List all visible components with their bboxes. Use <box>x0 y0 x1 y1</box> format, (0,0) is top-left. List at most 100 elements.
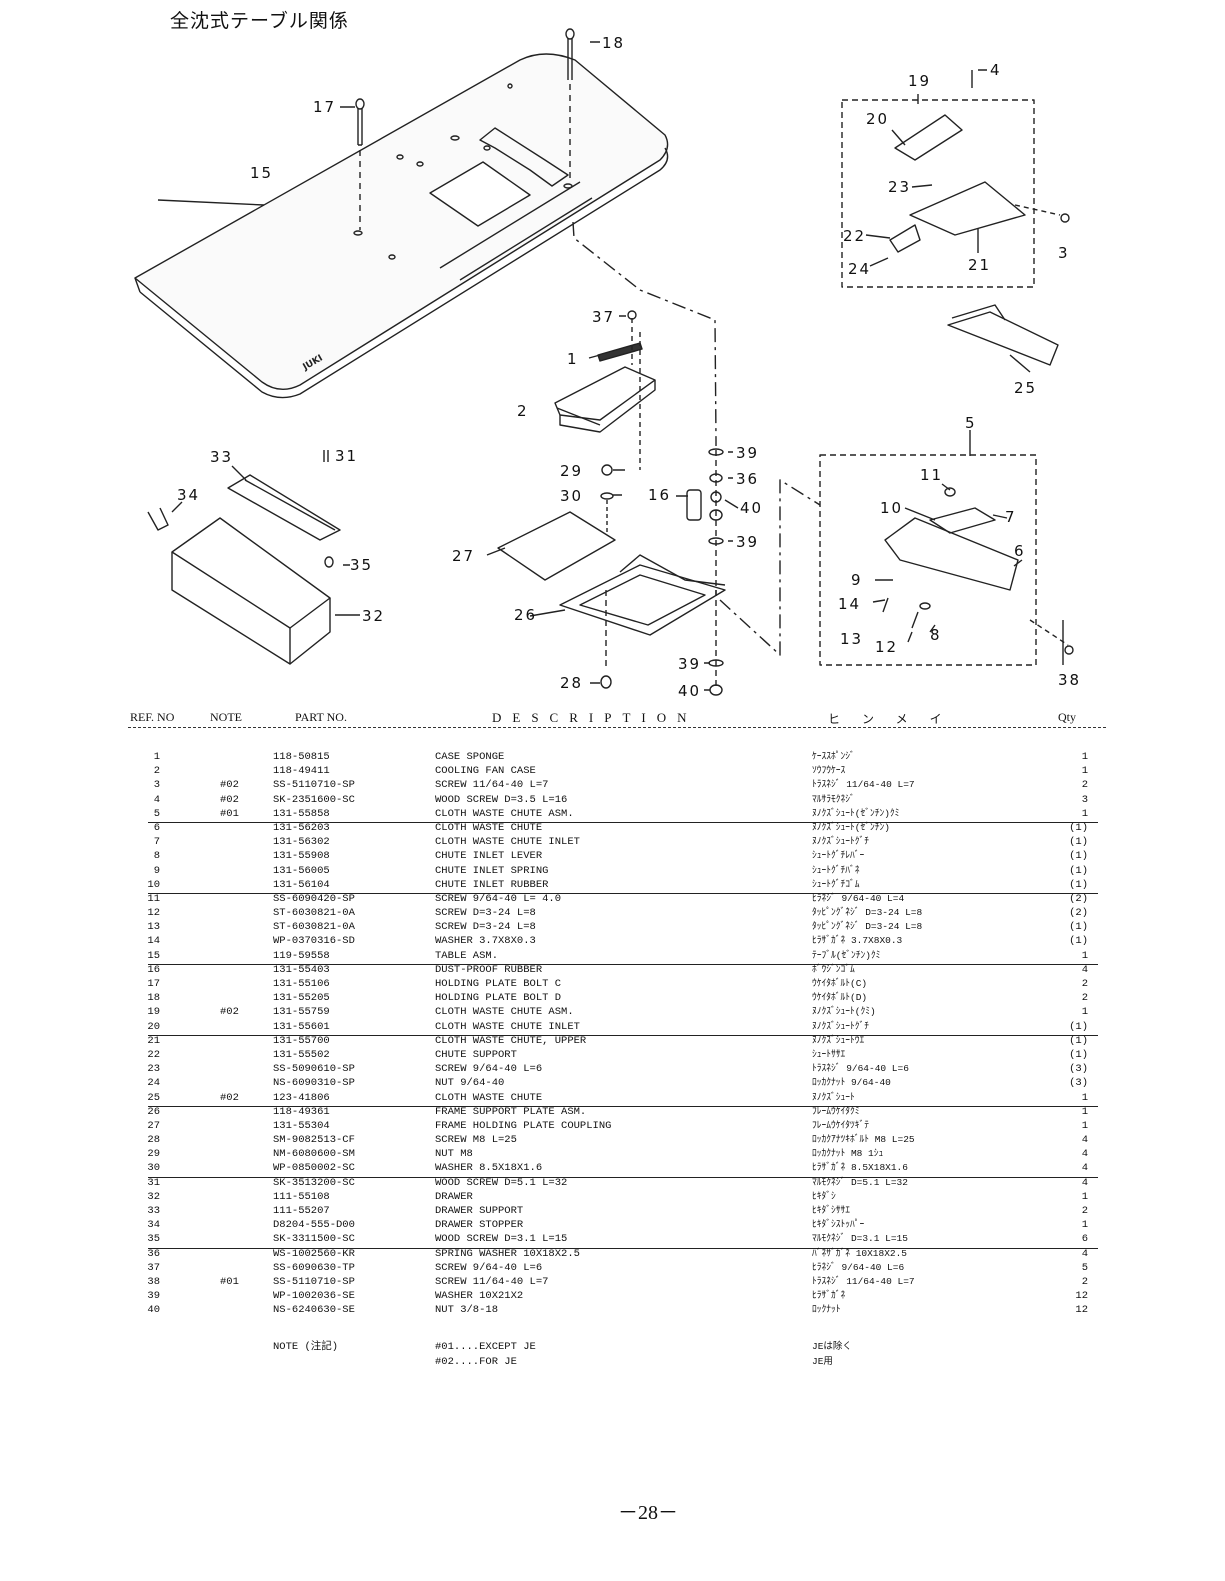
part-no-cell: 131-55304 <box>273 1119 330 1132</box>
callout-33: 33 <box>210 448 233 466</box>
part-no-cell: SS-5110710-SP <box>273 779 355 792</box>
callout-30: 30 <box>560 487 583 505</box>
qty-cell: (3) <box>1069 1063 1088 1076</box>
description-cell: COOLING FAN CASE <box>435 765 536 778</box>
description-cell: SCREW D=3-24 L=8 <box>435 921 536 934</box>
qty-cell: (1) <box>1069 921 1088 934</box>
ref-no-cell: 40 <box>147 1304 160 1317</box>
callout-24: 24 <box>848 260 871 278</box>
kana-name-cell: ﾇﾉｸｽﾞｼｭｰﾄ(ｾﾞﾝﾁﾝ) <box>812 821 890 833</box>
kana-name-cell: ﾋﾗｻﾞｶﾞﾈ 3.7X8X0.3 <box>812 935 903 947</box>
part-no-cell: 118-50815 <box>273 751 330 763</box>
callout-2: 2 <box>517 402 529 420</box>
callout-4: 4 <box>990 61 1002 79</box>
kana-name-cell: ﾇﾉｸｽﾞｼｭｰﾄ <box>812 1091 855 1103</box>
notes-section: NOTE (注記) #01....EXCEPT JE JEは除く #02....… <box>0 1340 1225 1369</box>
header-qty: Qty <box>1058 710 1076 724</box>
qty-cell: 4 <box>1081 1134 1088 1147</box>
kana-name-cell: ﾋﾗﾈｼﾞ 9/64-40 L=4 <box>812 892 905 904</box>
qty-cell: (2) <box>1069 892 1088 905</box>
qty-cell: 4 <box>1081 1247 1088 1260</box>
part-no-cell: WP-1002036-SE <box>273 1290 355 1303</box>
ref-no-cell: 31 <box>147 1176 160 1189</box>
part-no-cell: 131-55759 <box>273 1006 330 1019</box>
description-cell: WOOD SCREW D=5.1 L=32 <box>435 1176 568 1189</box>
ref-no-cell: 16 <box>147 963 160 976</box>
kana-name-cell: ｼｭｰﾄｸﾞﾁﾚﾊﾞｰ <box>812 850 865 862</box>
ref-no-cell: 11 <box>147 892 160 905</box>
ref-no-cell: 33 <box>147 1205 160 1217</box>
description-cell: TABLE ASM. <box>435 949 499 962</box>
qty-cell: 2 <box>1081 992 1088 1005</box>
header-kana: ヒンメイ <box>828 712 964 726</box>
kana-name-cell: ﾄﾗｽﾈｼﾞ 11/64-40 L=7 <box>812 1275 915 1287</box>
ref-no-cell: 25 <box>147 1091 160 1104</box>
part-no-cell: 131-55106 <box>273 978 330 990</box>
qty-cell: 1 <box>1081 1119 1088 1132</box>
qty-cell: (1) <box>1069 1020 1088 1033</box>
ref-no-cell: 29 <box>147 1148 160 1161</box>
part-no-cell: NM-6080600-SM <box>273 1148 355 1161</box>
qty-cell: 1 <box>1081 1006 1088 1019</box>
ref-no-cell: 18 <box>147 992 160 1005</box>
ref-no-cell: 2 <box>153 765 160 778</box>
qty-cell: 12 <box>1075 1304 1088 1317</box>
ref-no-cell: 1 <box>153 751 160 763</box>
qty-cell: (1) <box>1069 935 1088 948</box>
ref-no-cell: 10 <box>147 878 160 891</box>
ref-no-cell: 15 <box>147 949 160 962</box>
qty-cell: 2 <box>1081 1205 1088 1217</box>
ref-no-cell: 36 <box>147 1247 160 1260</box>
callout-15: 15 <box>250 164 273 182</box>
description-cell: CLOTH WASTE CHUTE <box>435 821 543 834</box>
page-title: 全沈式テーブル関係 <box>170 11 349 32</box>
description-cell: DRAWER <box>435 1190 473 1203</box>
part-no-cell: 131-55502 <box>273 1048 330 1061</box>
callout-23: 23 <box>888 178 911 196</box>
part-no-cell: 131-56302 <box>273 836 330 849</box>
description-cell: SCREW 11/64-40 L=7 <box>435 1275 549 1288</box>
kana-name-cell: ﾋｷﾀﾞｼ <box>812 1190 836 1202</box>
kana-name-cell: ﾏﾙｻﾗﾓｸﾈｼﾞ <box>812 793 855 805</box>
ref-no-cell: 32 <box>147 1190 160 1203</box>
callout-39-bottom: 39 <box>678 655 701 673</box>
qty-cell: 1 <box>1081 765 1088 778</box>
description-cell: CHUTE SUPPORT <box>435 1048 517 1061</box>
part-no-cell: 118-49361 <box>273 1105 330 1118</box>
notes-row-2: #02....FOR JE JE用 <box>0 1355 1225 1370</box>
description-cell: CLOTH WASTE CHUTE <box>435 1091 543 1104</box>
ref-no-cell: 5 <box>153 807 160 820</box>
part-no-cell: 131-55700 <box>273 1034 330 1047</box>
part-no-cell: 131-55601 <box>273 1020 330 1033</box>
kana-name-cell: ﾀｯﾋﾟﾝｸﾞﾈｼﾞ D=3-24 L=8 <box>812 921 923 933</box>
header-note: NOTE <box>210 710 242 724</box>
kana-name-cell: ﾇﾉｸｽﾞｼｭｰﾄｸﾞﾁ <box>812 836 870 848</box>
ref-no-cell: 6 <box>153 821 160 834</box>
kana-name-cell: ﾇﾉｸｽﾞｼｭｰﾄ(ｾﾞﾝﾁﾝ)ｸﾐ <box>812 807 900 819</box>
qty-cell: 4 <box>1081 1176 1088 1189</box>
description-cell: WOOD SCREW D=3.5 L=16 <box>435 793 568 806</box>
description-cell: NUT 9/64-40 <box>435 1077 505 1090</box>
callout-26: 26 <box>514 606 537 624</box>
part-no-cell: ST-6030821-0A <box>273 907 355 920</box>
kana-name-cell: ｹｰｽｽﾎﾟﾝｼﾞ <box>812 751 855 762</box>
part-no-cell: SK-3311500-SC <box>273 1233 355 1246</box>
note-cell: #02 <box>220 1006 239 1019</box>
description-cell: CLOTH WASTE CHUTE ASM. <box>435 807 574 820</box>
notes-row-1: NOTE (注記) #01....EXCEPT JE JEは除く <box>0 1340 1225 1355</box>
kana-name-cell: ﾄﾗｽﾈｼﾞ 9/64-40 L=6 <box>812 1063 909 1075</box>
ref-no-cell: 20 <box>147 1020 160 1033</box>
